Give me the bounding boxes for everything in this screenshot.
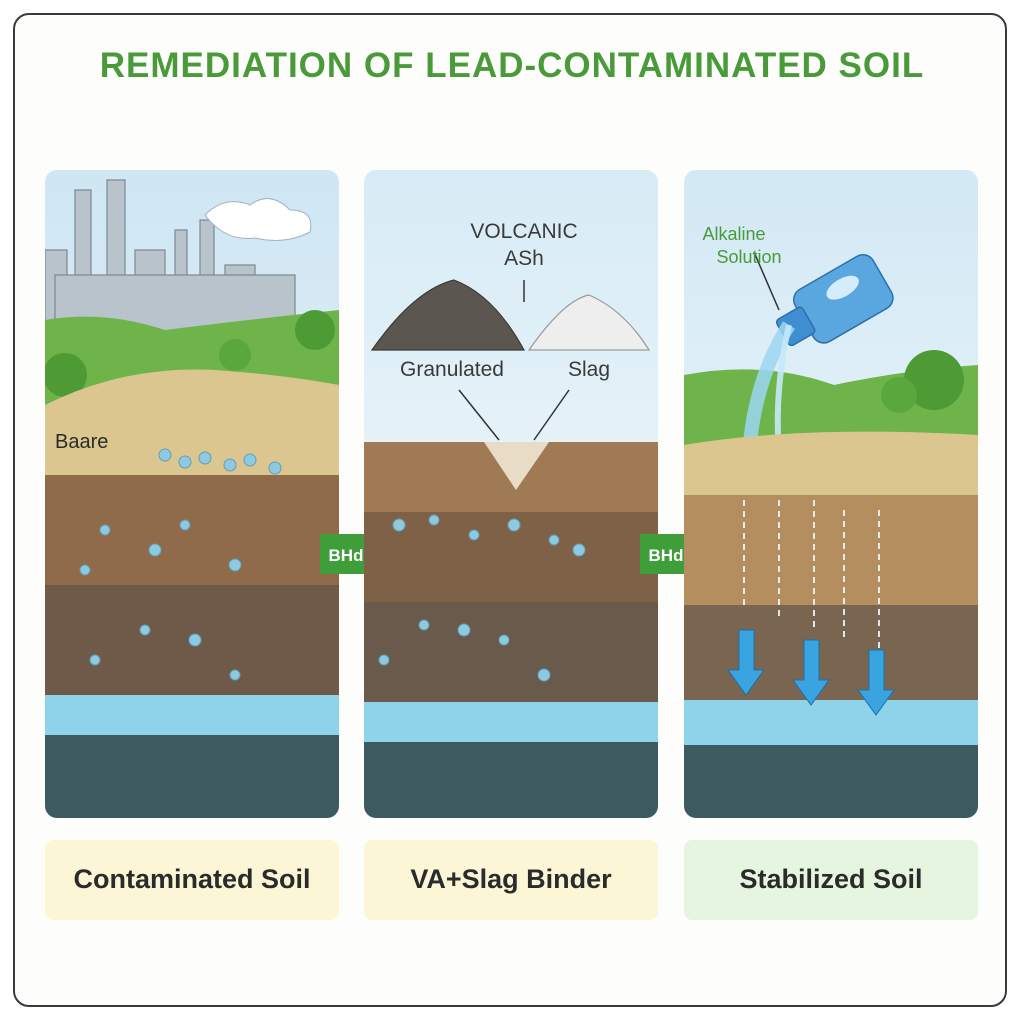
process-arrow-label: BHd bbox=[329, 546, 364, 565]
downward-arrow-icon bbox=[727, 629, 895, 716]
lead-particles bbox=[378, 514, 586, 682]
caption-stabilized-soil: Stabilized Soil bbox=[684, 840, 978, 920]
panel-stabilized-soil: Alkaline Solution bbox=[684, 170, 978, 818]
slag-pile bbox=[527, 294, 651, 351]
volcanic-label-line-1: VOLCANIC bbox=[470, 220, 577, 243]
caption-contaminated-soil: Contaminated Soil bbox=[45, 840, 339, 920]
binder-illustration: VOLCANIC ASh Granulated Slag bbox=[364, 170, 658, 818]
alkaline-label-line-2: Solution bbox=[716, 247, 781, 267]
lead-particles bbox=[79, 448, 282, 681]
alkaline-label-line-1: Alkaline bbox=[702, 224, 765, 244]
bare-soil-label: Baare bbox=[55, 431, 108, 453]
process-arrow-label: BHd bbox=[649, 546, 684, 565]
slag-label: Slag bbox=[568, 358, 610, 381]
panel-binder: VOLCANIC ASh Granulated Slag bbox=[364, 170, 658, 818]
volcanic-label-line-2: ASh bbox=[504, 247, 544, 270]
granulated-label: Granulated bbox=[400, 358, 504, 381]
diagram-title: REMEDIATION OF LEAD-CONTAMINATED SOIL bbox=[99, 46, 925, 85]
bush-icon bbox=[904, 350, 964, 410]
stabilized-soil-illustration: Alkaline Solution bbox=[684, 170, 978, 818]
volcanic-ash-pile bbox=[370, 279, 526, 351]
caption-binder: VA+Slag Binder bbox=[364, 840, 658, 920]
panel-contaminated-soil: Baare bbox=[45, 170, 339, 818]
contaminated-soil-illustration: Baare bbox=[45, 170, 339, 818]
